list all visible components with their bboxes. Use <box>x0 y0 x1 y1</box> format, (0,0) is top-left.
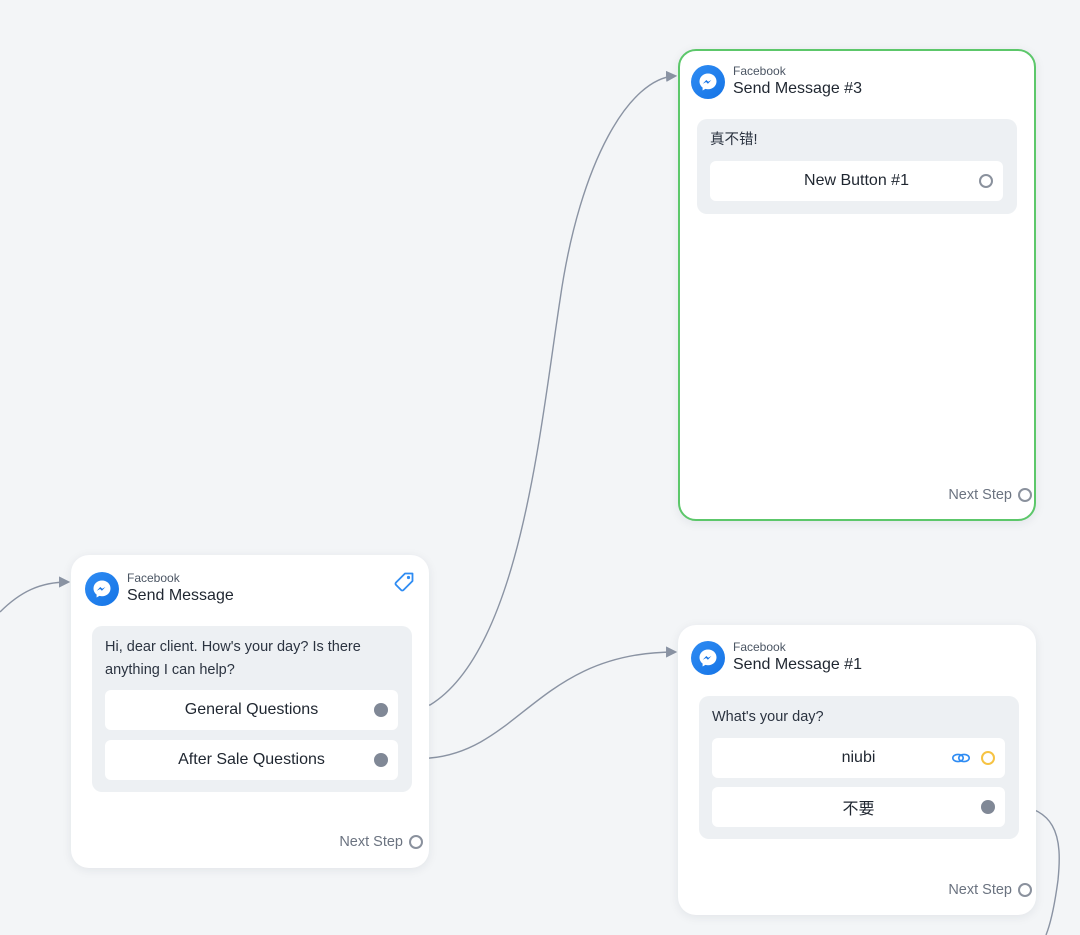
button-port[interactable] <box>981 751 995 765</box>
button-label: General Questions <box>184 701 319 718</box>
button-label: After Sale Questions <box>178 751 325 768</box>
node-title: Send Message #1 <box>733 656 862 673</box>
next-step-label: Next Step <box>948 882 1012 898</box>
next-step-port[interactable] <box>409 835 423 849</box>
link-icon[interactable] <box>951 750 971 766</box>
next-step[interactable]: Next Step <box>339 834 423 850</box>
node-header: Facebook Send Message <box>85 571 234 607</box>
next-step-label: Next Step <box>339 834 403 850</box>
next-step-label: Next Step <box>948 487 1012 503</box>
platform-label: Facebook <box>733 64 786 78</box>
button-port[interactable] <box>981 800 995 814</box>
node-header: Facebook Send Message #1 <box>691 640 862 676</box>
facebook-messenger-icon <box>85 572 119 606</box>
next-step[interactable]: Next Step <box>948 882 1032 898</box>
button-after-sale-questions[interactable]: After Sale Questions <box>105 740 398 780</box>
wire-aftersale-to-message-1 <box>386 646 678 760</box>
next-step[interactable]: Next Step <box>948 487 1032 503</box>
message-box[interactable]: 真不错! New Button #1 <box>697 119 1017 214</box>
button-label: New Button #1 <box>804 172 909 189</box>
button-general-questions[interactable]: General Questions <box>105 690 398 730</box>
button-port[interactable] <box>374 753 388 767</box>
next-step-port[interactable] <box>1018 488 1032 502</box>
button-new-button-1[interactable]: New Button #1 <box>710 161 1003 201</box>
button-port[interactable] <box>374 703 388 717</box>
message-text: What's your day? <box>712 709 824 725</box>
message-text: Hi, dear client. How's your day? Is ther… <box>105 639 361 678</box>
node-send-message-3[interactable]: Facebook Send Message #3 真不错! New Button… <box>678 49 1036 521</box>
platform-label: Facebook <box>733 640 786 654</box>
node-title: Send Message <box>127 587 234 604</box>
next-step-port[interactable] <box>1018 883 1032 897</box>
node-header: Facebook Send Message #3 <box>691 64 862 100</box>
button-niubi[interactable]: niubi <box>712 738 1005 778</box>
node-send-message[interactable]: Facebook Send Message Hi, dear client. H… <box>71 555 429 868</box>
wire-general-to-message-3 <box>386 70 678 710</box>
message-box[interactable]: What's your day? niubi 不要 <box>699 696 1019 839</box>
facebook-messenger-icon <box>691 65 725 99</box>
message-box[interactable]: Hi, dear client. How's your day? Is ther… <box>92 626 412 792</box>
node-title: Send Message #3 <box>733 80 862 97</box>
node-send-message-1[interactable]: Facebook Send Message #1 What's your day… <box>678 625 1036 915</box>
button-buyao[interactable]: 不要 <box>712 787 1005 827</box>
wire-incoming-send-message <box>0 576 71 613</box>
platform-label: Facebook <box>127 571 180 585</box>
message-text: 真不错! <box>710 132 758 148</box>
tag-icon[interactable] <box>393 571 415 593</box>
button-label: 不要 <box>842 801 875 818</box>
button-label: niubi <box>841 749 876 766</box>
button-port[interactable] <box>979 174 993 188</box>
facebook-messenger-icon <box>691 641 725 675</box>
